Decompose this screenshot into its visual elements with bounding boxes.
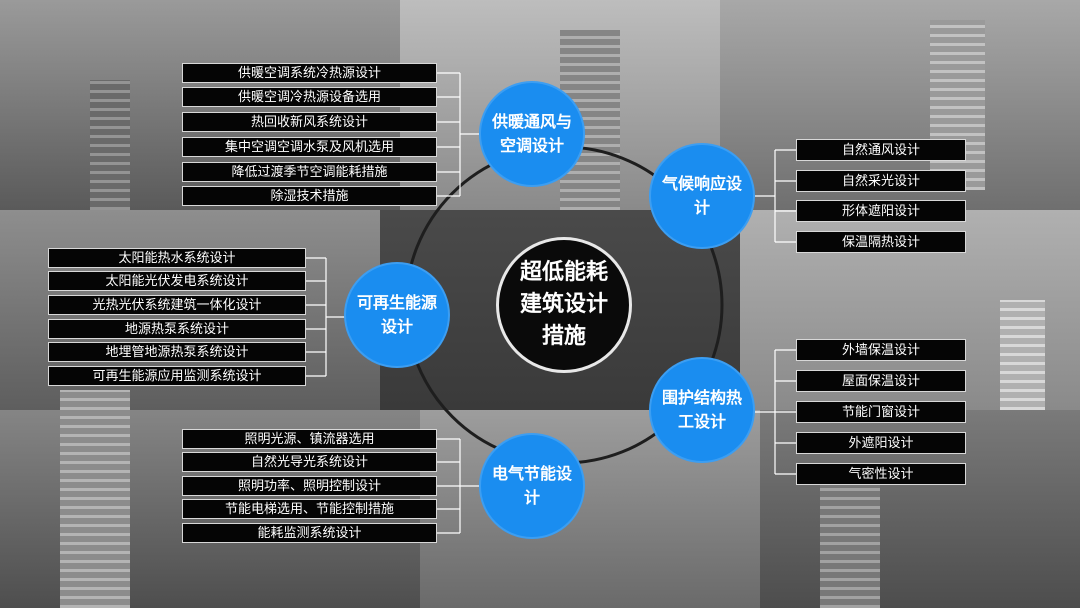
- electrical-item: 能耗监测系统设计: [182, 523, 437, 543]
- renewable-item: 太阳能光伏发电系统设计: [48, 271, 306, 291]
- hvac-item: 热回收新风系统设计: [182, 112, 437, 132]
- hvac-item: 集中空调空调水泵及风机选用: [182, 137, 437, 157]
- bg-building: [1000, 300, 1045, 410]
- hub-envelope: 围护结构热工设计: [649, 357, 755, 463]
- electrical-item: 照明功率、照明控制设计: [182, 476, 437, 496]
- electrical-item: 照明光源、镇流器选用: [182, 429, 437, 449]
- hvac-item: 除湿技术措施: [182, 186, 437, 206]
- bg-building: [930, 20, 985, 190]
- hvac-item: 降低过渡季节空调能耗措施: [182, 162, 437, 182]
- hvac-item: 供暖空调系统冷热源设计: [182, 63, 437, 83]
- electrical-item: 节能电梯选用、节能控制措施: [182, 499, 437, 519]
- climate-item: 自然通风设计: [796, 139, 966, 161]
- hub-label: 可再生能源设计: [357, 293, 438, 336]
- hvac-item: 供暖空调冷热源设备选用: [182, 87, 437, 107]
- envelope-item: 气密性设计: [796, 463, 966, 485]
- bg-building: [60, 390, 130, 608]
- hub-electrical: 电气节能设计: [479, 433, 585, 539]
- hub-label: 供暖通风与空调设计: [492, 112, 573, 155]
- center-node: 超低能耗建筑设计措施: [496, 237, 632, 373]
- climate-item: 保温隔热设计: [796, 231, 966, 253]
- hub-renewable: 可再生能源设计: [344, 262, 450, 368]
- envelope-item: 外墙保温设计: [796, 339, 966, 361]
- bg-building: [90, 80, 130, 210]
- renewable-item: 光热光伏系统建筑一体化设计: [48, 295, 306, 315]
- climate-item: 形体遮阳设计: [796, 200, 966, 222]
- electrical-item: 自然光导光系统设计: [182, 452, 437, 472]
- renewable-item: 可再生能源应用监测系统设计: [48, 366, 306, 386]
- hub-label: 围护结构热工设计: [662, 388, 743, 431]
- envelope-item: 外遮阳设计: [796, 432, 966, 454]
- center-label: 超低能耗建筑设计措施: [519, 260, 608, 349]
- climate-item: 自然采光设计: [796, 170, 966, 192]
- hub-climate: 气候响应设计: [649, 143, 755, 249]
- hub-label: 电气节能设计: [492, 464, 573, 507]
- renewable-item: 地源热泵系统设计: [48, 319, 306, 339]
- bg-building: [820, 470, 880, 608]
- envelope-item: 屋面保温设计: [796, 370, 966, 392]
- renewable-item: 地埋管地源热泵系统设计: [48, 342, 306, 362]
- envelope-item: 节能门窗设计: [796, 401, 966, 423]
- hub-hvac: 供暖通风与空调设计: [479, 81, 585, 187]
- hub-label: 气候响应设计: [662, 174, 743, 217]
- renewable-item: 太阳能热水系统设计: [48, 248, 306, 268]
